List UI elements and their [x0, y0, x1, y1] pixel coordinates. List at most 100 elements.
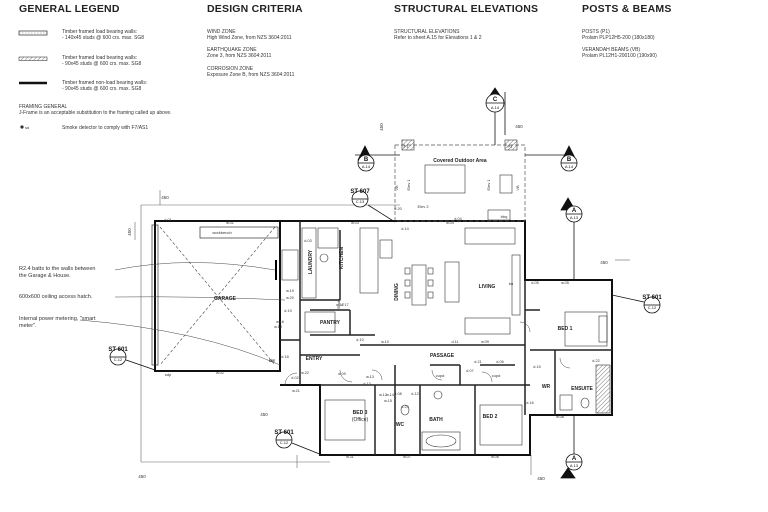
room-bed3: BED 3 — [353, 410, 368, 416]
room-pantry: PANTRY — [320, 320, 341, 326]
room-dining: DINING — [394, 283, 400, 301]
note-hatch: 600x600 ceiling access hatch. — [19, 294, 93, 300]
window-tag: w.14 — [386, 393, 394, 397]
svg-text:A.14: A.14 — [491, 105, 500, 110]
room-living: LIVING — [479, 284, 496, 290]
svg-text:sd: sd — [25, 125, 29, 130]
dimension-label: 450 — [127, 228, 132, 236]
window-tag: w.21 — [292, 389, 300, 393]
bed3-bed — [324, 399, 366, 441]
room-kitchen: KITCHEN — [339, 247, 345, 270]
bed2-bed — [479, 404, 523, 446]
svg-text:A.14: A.14 — [565, 164, 574, 169]
window-tag: w.17 — [336, 303, 344, 307]
framing-title: FRAMING GENERAL — [19, 104, 68, 110]
door-tag: d.11 — [451, 340, 458, 344]
room-office: (Office) — [352, 417, 369, 423]
door-tag: d.13 — [363, 382, 370, 386]
section-a-marker-top: A — [572, 208, 577, 214]
door-tag: d.01 — [164, 218, 171, 222]
workbench — [199, 226, 279, 239]
door-tag: d.22 — [592, 359, 599, 363]
svg-text:workbench: workbench — [212, 230, 231, 235]
svg-text:A.13: A.13 — [570, 215, 579, 220]
covered-outdoor-area — [394, 144, 526, 222]
room-wr: WR — [542, 384, 551, 390]
window-tag: w.07 — [403, 455, 411, 459]
elevations-title: STRUCTURAL ELEVATIONS — [394, 29, 460, 35]
door-tag: d.07 — [466, 369, 473, 373]
door-tag: d.14 — [401, 227, 408, 231]
window-tag: w.18 — [274, 325, 282, 329]
room-ensuite: ENSUITE — [571, 386, 593, 392]
door-tag: d.03 — [304, 239, 311, 243]
door-tag: d.02 — [291, 376, 298, 380]
window-tag: w.04 — [446, 221, 454, 225]
window-tag: w.08 — [556, 415, 564, 419]
section-a-marker-bottom: A — [572, 456, 577, 462]
window-tag: w.02 — [216, 371, 224, 375]
window-tag: w.19 — [286, 289, 294, 293]
dining-table — [404, 264, 434, 306]
door-tag: d.10 — [356, 338, 363, 342]
window-tag: w.22 — [301, 371, 309, 375]
window-tag: w.10 — [381, 340, 389, 344]
door-tag: d.21 — [474, 360, 481, 364]
svg-text:C.12: C.12 — [648, 305, 657, 310]
room-bath: BATH — [429, 417, 443, 423]
corrosion-zone-text: Exposure Zone B, from NZS 3604:2011 — [207, 72, 295, 78]
dimension-label: 450 — [515, 124, 523, 129]
svg-text:Study: Study — [336, 299, 341, 309]
door-tag: d.16 — [526, 401, 533, 405]
room-entry: ENTRY — [306, 356, 323, 362]
design-criteria-header: DESIGN CRITERIA — [207, 3, 303, 15]
svg-text:VB: VB — [394, 185, 399, 191]
window-tag: w.09 — [481, 340, 489, 344]
svg-text:C.12: C.12 — [114, 357, 123, 362]
posts-beams-header: POSTS & BEAMS — [582, 3, 672, 15]
dimension-label: 450 — [138, 474, 146, 479]
svg-text:bbq: bbq — [501, 214, 508, 219]
framing-text: J-Frame is an acceptable substitution to… — [19, 110, 172, 116]
door-tag: d.04 — [454, 217, 461, 221]
section-c-marker: C — [493, 97, 498, 103]
wind-zone-title: WIND ZONE — [207, 29, 236, 35]
living-furniture — [444, 227, 521, 335]
svg-text:Elev 1: Elev 1 — [406, 179, 411, 191]
room-laundry: LAUNDRY — [308, 249, 314, 274]
svg-text:Elev 2: Elev 2 — [417, 204, 429, 209]
corrosion-zone-title: CORROSION ZONE — [207, 66, 254, 72]
door-tag: d.17 — [341, 303, 348, 307]
window-tag: w.01 — [226, 221, 234, 225]
room-wc: WC — [396, 422, 405, 428]
svg-text:VB: VB — [515, 185, 520, 191]
svg-text:C.13: C.13 — [356, 199, 365, 204]
window-tag: w.05 — [561, 281, 569, 285]
svg-text:A.13: A.13 — [570, 463, 579, 468]
window-tag: w.06 — [491, 455, 499, 459]
door-tag: d.12 — [411, 392, 418, 396]
room-bed1: BED 1 — [558, 326, 573, 332]
door-tag: d.19 — [284, 309, 291, 313]
general-legend-header: GENERAL LEGEND — [19, 3, 120, 15]
st601-marker-right: ST 601 — [642, 295, 662, 301]
room-passage: PASSAGE — [430, 353, 455, 359]
smoke-detector-text: Smoke detector to comply with F7/AS1 — [62, 125, 149, 131]
door-tag: d.05 — [531, 281, 538, 285]
door-tag: d.15 — [533, 365, 540, 369]
window-tag: w.15 — [384, 399, 392, 403]
structural-elevations-header: STRUCTURAL ELEVATIONS — [394, 3, 539, 15]
svg-text:ME: ME — [269, 358, 275, 363]
room-garage: GARAGE — [214, 296, 237, 302]
door-tag: d.06 — [496, 360, 503, 364]
window-tag: w.20 — [286, 296, 294, 300]
window-tag: w.16 — [276, 320, 284, 324]
door-tag: d.23 — [401, 405, 408, 409]
earthquake-zone-text: Zone 3, from NZS 3604:2011 — [207, 53, 272, 59]
dimension-label: 450 — [161, 195, 169, 200]
room-bed2: BED 2 — [483, 414, 498, 420]
smoke-detector-icon — [20, 125, 24, 129]
section-b-marker-left: B — [364, 157, 369, 163]
